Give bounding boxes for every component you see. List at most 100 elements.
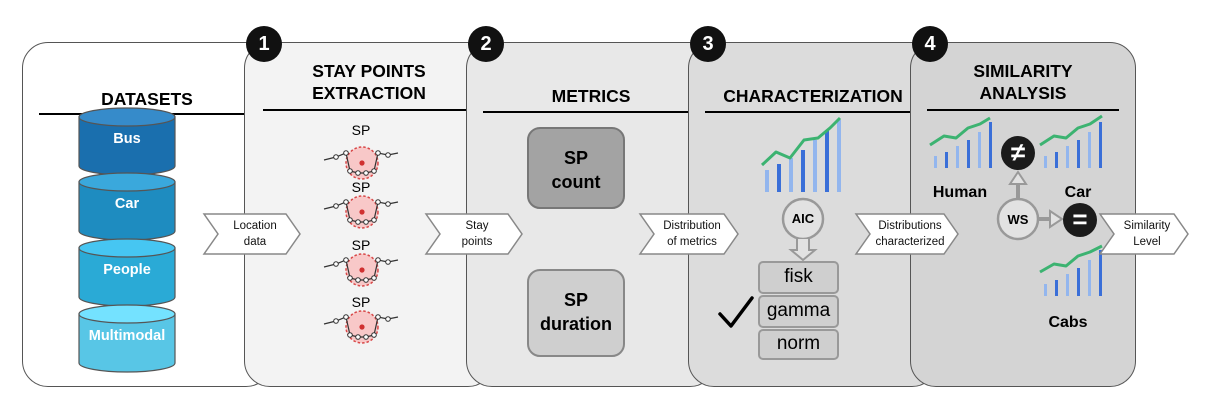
bar bbox=[825, 130, 829, 192]
flow-arrow bbox=[854, 213, 959, 255]
bar bbox=[777, 164, 781, 192]
stay-point-icon bbox=[323, 253, 399, 287]
bar bbox=[945, 152, 948, 168]
trajectory-point bbox=[343, 150, 349, 156]
trajectory-point bbox=[355, 219, 361, 225]
stay-point-icon bbox=[323, 146, 399, 180]
title-underline bbox=[927, 109, 1119, 111]
dataset-label: Car bbox=[114, 196, 140, 212]
trend-line bbox=[760, 116, 842, 167]
dataset-label: People bbox=[103, 262, 151, 278]
bar bbox=[989, 122, 992, 168]
cylinder-top bbox=[78, 107, 176, 127]
metrics-title: METRICS bbox=[551, 86, 631, 106]
arrow-up-icon bbox=[1008, 170, 1028, 185]
sp-duration-label-line2: duration bbox=[540, 314, 612, 334]
bar bbox=[1055, 152, 1058, 168]
dist-norm: norm bbox=[776, 333, 821, 354]
bar bbox=[1044, 156, 1047, 168]
trajectory-point bbox=[347, 275, 353, 281]
trajectory-point bbox=[343, 314, 349, 320]
datasets-title: DATASETS bbox=[101, 89, 193, 109]
title-underline bbox=[705, 111, 921, 113]
bar bbox=[956, 146, 959, 168]
dist-gamma: gamma bbox=[766, 300, 831, 321]
sp-duration-box bbox=[527, 269, 625, 357]
not-equal-symbol: ≠ bbox=[1010, 137, 1026, 167]
bar bbox=[1099, 250, 1102, 296]
dist-box-fisk bbox=[758, 261, 839, 294]
bar bbox=[837, 120, 841, 192]
equal-symbol: = bbox=[1072, 204, 1088, 234]
trajectory-point bbox=[333, 154, 339, 160]
bar-charts bbox=[760, 114, 1103, 296]
trajectory-point bbox=[333, 203, 339, 209]
stay-point-center bbox=[359, 209, 365, 215]
trajectory-line bbox=[323, 259, 399, 281]
sp-count-label-line1: SP bbox=[563, 148, 588, 168]
stay-point-center bbox=[359, 324, 365, 330]
step-badge-1: 1 bbox=[246, 26, 282, 62]
trajectory-point bbox=[375, 199, 381, 205]
bar-chart-icon bbox=[760, 116, 842, 192]
stay-point-center bbox=[359, 160, 365, 166]
trajectory-point bbox=[375, 150, 381, 156]
trajectory-point bbox=[355, 277, 361, 283]
bar bbox=[967, 140, 970, 168]
equal-icon bbox=[1063, 203, 1097, 237]
trajectory-point bbox=[347, 168, 353, 174]
dist-box-norm bbox=[758, 329, 839, 360]
bar bbox=[1055, 280, 1058, 296]
bar bbox=[934, 156, 937, 168]
similarity-title-line1: SIMILARITY bbox=[973, 61, 1073, 81]
trajectory-point bbox=[355, 334, 361, 340]
ws-label: WS bbox=[1007, 212, 1029, 227]
title-underline bbox=[263, 109, 475, 111]
sp-duration-label-line1: SP bbox=[563, 290, 588, 310]
trajectory-point bbox=[385, 259, 391, 265]
bar bbox=[1044, 284, 1047, 296]
dist-fisk: fisk bbox=[784, 266, 813, 287]
similarity-title-line2: ANALYSIS bbox=[979, 83, 1067, 103]
trajectory-point bbox=[375, 314, 381, 320]
sp-label-3: SP bbox=[351, 237, 371, 253]
trajectory-point bbox=[333, 261, 339, 267]
bar bbox=[1099, 122, 1102, 168]
not-equal-icon bbox=[1001, 136, 1035, 170]
dataset-label: Multimodal bbox=[88, 328, 166, 344]
trajectory-point bbox=[363, 219, 369, 225]
trajectory-point bbox=[347, 217, 353, 223]
arrow-right-icon bbox=[1049, 209, 1064, 229]
flow-arrow bbox=[1098, 213, 1189, 255]
characterization-title: CHARACTERIZATION bbox=[723, 86, 903, 106]
sp-count-label-line2: count bbox=[551, 172, 601, 192]
bar bbox=[978, 132, 981, 168]
step-badge-3: 3 bbox=[690, 26, 726, 62]
trajectory-point bbox=[385, 152, 391, 158]
cylinder-body bbox=[78, 313, 176, 373]
bar-chart-icon bbox=[1039, 244, 1103, 296]
stay-point-icon bbox=[323, 195, 399, 229]
dataset-cylinder bbox=[78, 238, 176, 307]
flow-arrow bbox=[638, 213, 739, 255]
stay-point-center bbox=[359, 267, 365, 273]
trend-line bbox=[1039, 244, 1103, 274]
flow-arrow bbox=[202, 213, 301, 255]
trajectory-point bbox=[363, 334, 369, 340]
human-label: Human bbox=[932, 184, 988, 201]
trajectory-point bbox=[371, 217, 377, 223]
bar bbox=[789, 158, 793, 192]
step-badge-2: 2 bbox=[468, 26, 504, 62]
cylinder-top bbox=[78, 304, 176, 324]
stay-points-title-line1: STAY POINTS bbox=[312, 61, 426, 81]
bar bbox=[801, 150, 805, 192]
trajectory-point bbox=[347, 332, 353, 338]
trajectory-point bbox=[363, 277, 369, 283]
trajectory-line bbox=[323, 201, 399, 223]
title-underline bbox=[483, 111, 699, 113]
